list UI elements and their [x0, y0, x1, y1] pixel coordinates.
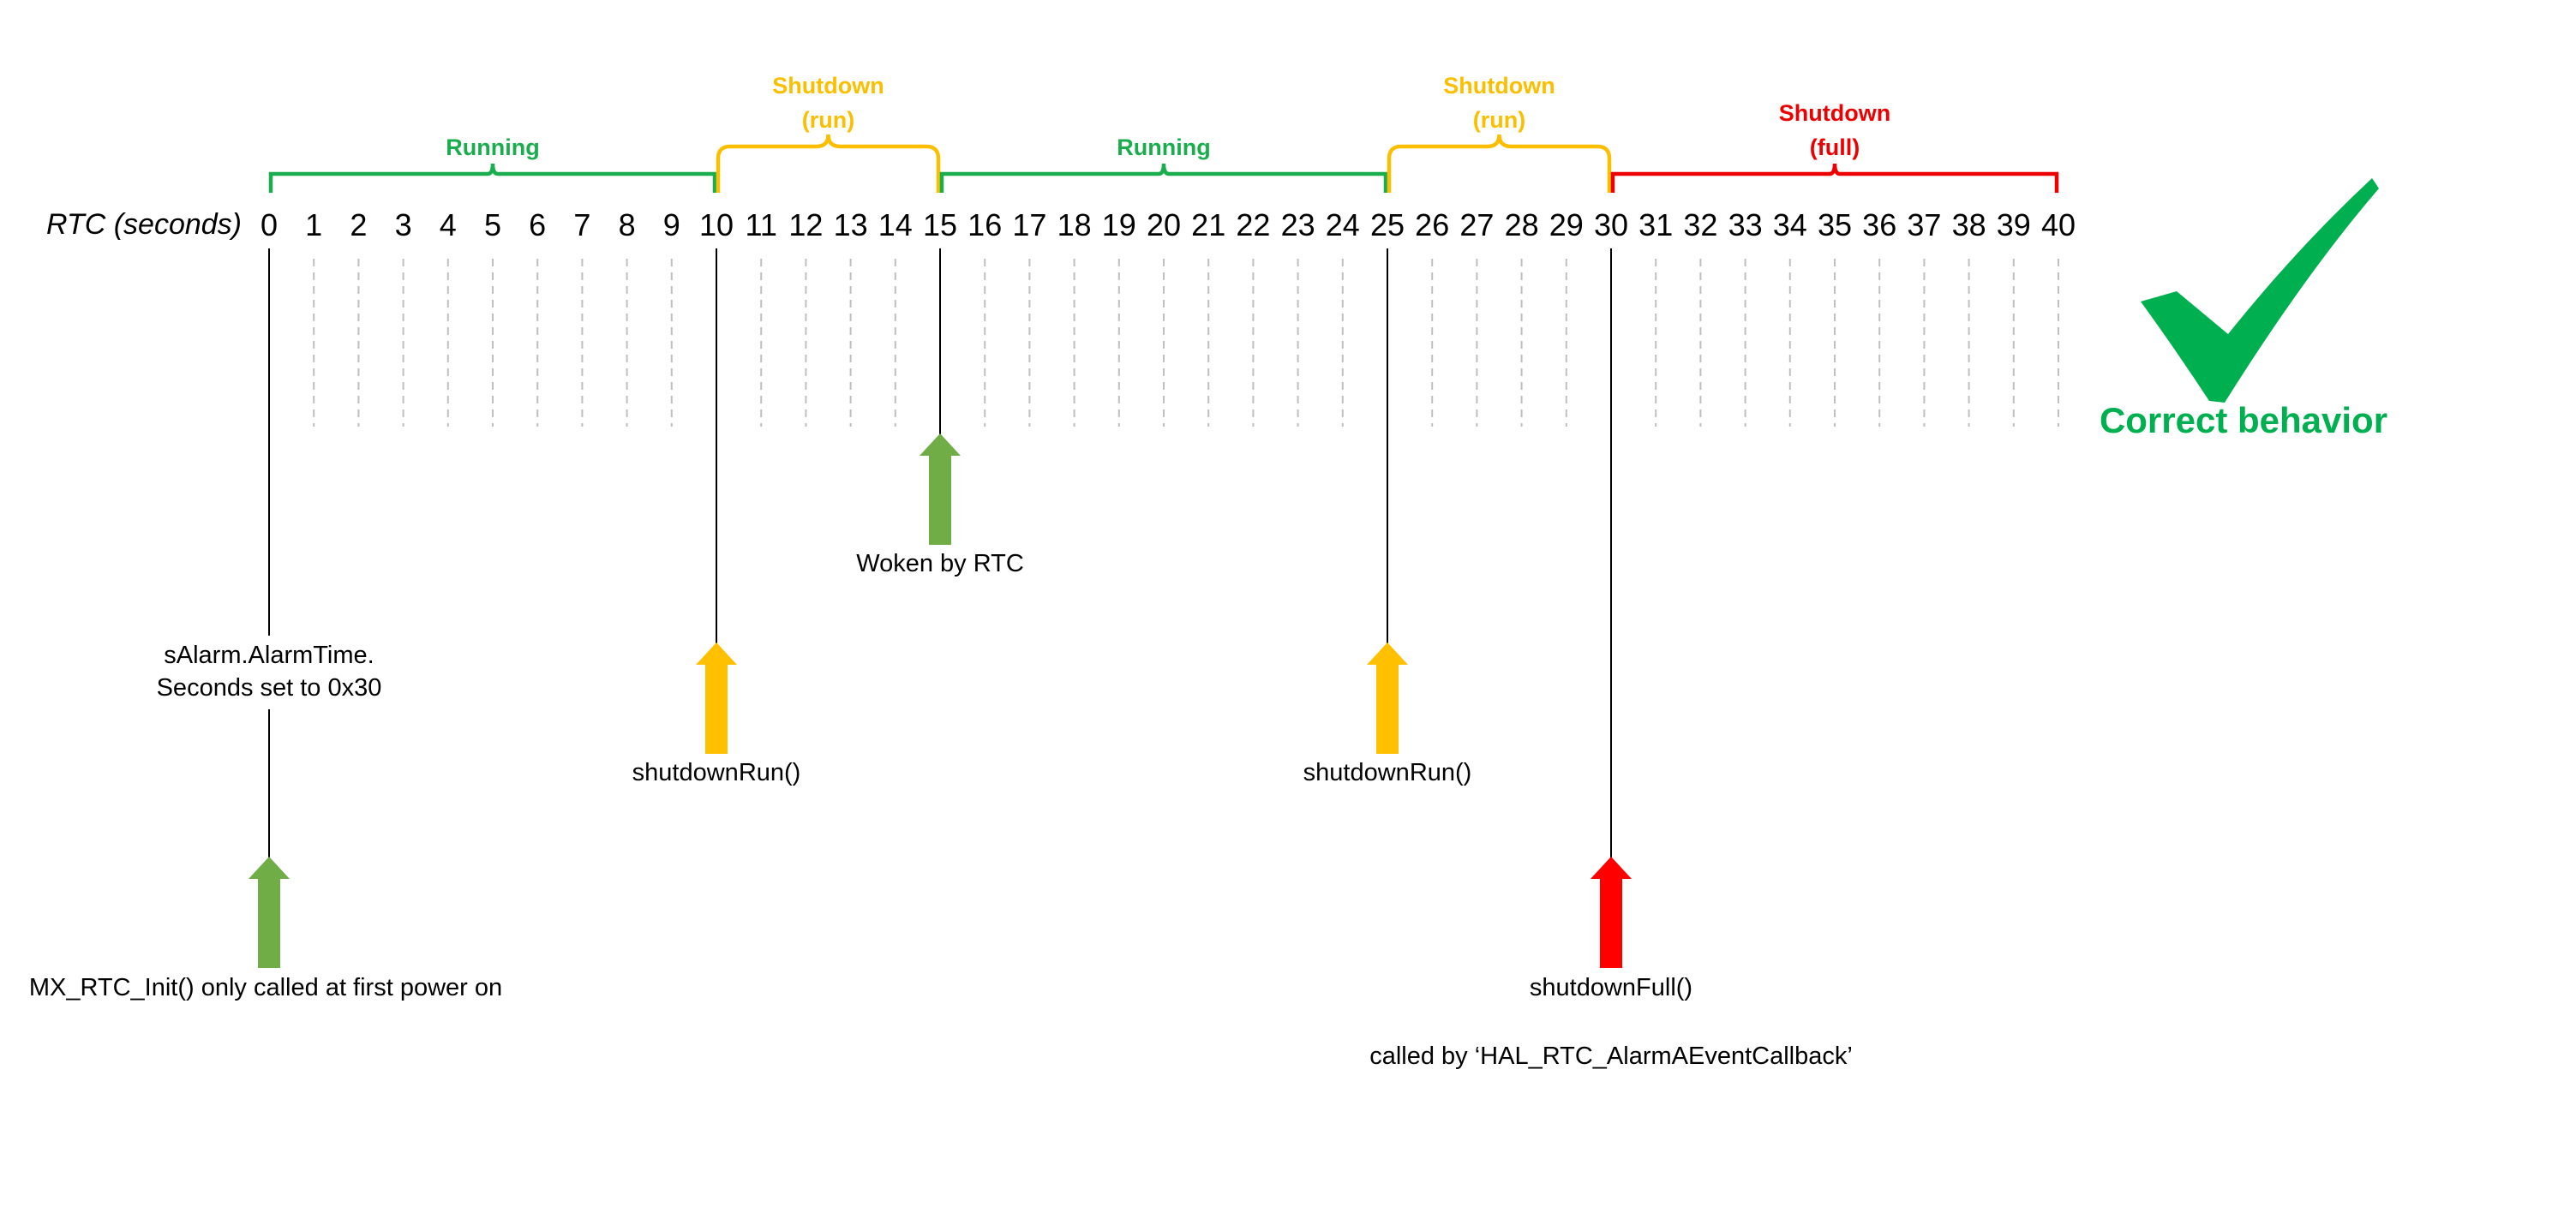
tick-label: 9 [663, 207, 680, 242]
tick-label: 0 [261, 207, 278, 242]
tick-label: 2 [350, 207, 367, 242]
tick-label: 14 [878, 207, 913, 242]
tick-label: 11 [746, 207, 777, 242]
gridlines [268, 259, 2059, 427]
phase-label: (run) [802, 107, 854, 133]
tick-label: 19 [1102, 207, 1136, 242]
phase-bracket [939, 163, 1388, 193]
phase-label: Shutdown [1779, 100, 1890, 126]
phase-label: Shutdown [772, 73, 884, 99]
event-label: shutdownFull() [1530, 974, 1692, 1001]
tick-label: 8 [619, 207, 636, 242]
phase-label: (full) [1810, 134, 1860, 160]
event-note: Seconds set to 0x30 [157, 674, 382, 702]
up-arrow-icon [696, 642, 737, 754]
tick-label: 6 [529, 207, 546, 242]
checkmark-icon [2141, 178, 2379, 403]
up-arrow-icon [1367, 642, 1408, 754]
phase-bracket [1387, 134, 1612, 193]
event-label: shutdownRun() [1303, 759, 1472, 786]
phase-label: Running [446, 134, 539, 160]
axis-title: RTC (seconds) [46, 208, 242, 241]
event-label: Woken by RTC [856, 550, 1024, 577]
phase-label: (run) [1473, 107, 1525, 133]
phase-bracket [268, 163, 717, 193]
phase-running: Running [268, 134, 717, 193]
tick-label: 27 [1459, 207, 1494, 242]
event-marker: shutdownRun() [632, 248, 801, 786]
event-marker: Woken by RTC [856, 248, 1024, 577]
tick-label: 40 [2041, 207, 2076, 242]
event-label: shutdownRun() [632, 759, 801, 786]
event-note: sAlarm.AlarmTime. [164, 642, 374, 669]
note-background [141, 636, 398, 709]
tick-label: 20 [1147, 207, 1181, 242]
phase-label: Running [1117, 134, 1210, 160]
phase-shutdown-run: Shutdown (run) [1387, 73, 1612, 193]
tick-label: 37 [1907, 207, 1941, 242]
tick-label: 18 [1057, 207, 1092, 242]
event-marker: shutdownFull() called by ‘HAL_RTC_AlarmAE… [1369, 248, 1853, 1070]
tick-label: 1 [305, 207, 322, 242]
tick-label: 31 [1638, 207, 1673, 242]
tick-label: 3 [395, 207, 412, 242]
event-label: MX_RTC_Init() only called at first power… [29, 974, 502, 1001]
tick-label: 26 [1415, 207, 1449, 242]
up-arrow-icon [1591, 857, 1632, 968]
events: MX_RTC_Init() only called at first power… [29, 248, 1853, 1070]
tick-label: 7 [573, 207, 590, 242]
tick-label: 39 [1997, 207, 2031, 242]
phase-shutdown-run: Shutdown (run) [716, 73, 941, 193]
verdict: Correct behavior [2100, 178, 2387, 440]
tick-label: 23 [1281, 207, 1315, 242]
tick-label: 4 [440, 207, 457, 242]
phase-label: Shutdown [1443, 73, 1555, 99]
tick-label: 35 [1818, 207, 1852, 242]
tick-label: 32 [1683, 207, 1717, 242]
tick-label: 5 [484, 207, 501, 242]
tick-label: 13 [834, 207, 868, 242]
phase-bracket [716, 134, 941, 193]
event-sublabel: called by ‘HAL_RTC_AlarmAEventCallback’ [1369, 1043, 1853, 1070]
verdict-text: Correct behavior [2100, 400, 2387, 440]
tick-label: 33 [1728, 207, 1763, 242]
event-marker: shutdownRun() [1303, 248, 1472, 786]
tick-label: 25 [1370, 207, 1405, 242]
tick-label: 28 [1505, 207, 1539, 242]
tick-label: 12 [788, 207, 823, 242]
tick-label: 17 [1012, 207, 1046, 242]
up-arrow-icon [249, 857, 290, 968]
tick-label: 10 [699, 207, 734, 242]
tick-label: 34 [1773, 207, 1807, 242]
phase-bracket [1610, 163, 2059, 193]
tick-label: 22 [1236, 207, 1270, 242]
tick-label: 36 [1862, 207, 1896, 242]
event-marker: MX_RTC_Init() only called at first power… [29, 248, 502, 1001]
tick-label: 21 [1191, 207, 1225, 242]
tick-label: 30 [1594, 207, 1628, 242]
phase-running: Running [939, 134, 1388, 193]
tick-label: 16 [967, 207, 1002, 242]
phase-brackets: Running Shutdown (run) Running Shutdown (run)… [268, 73, 2059, 193]
up-arrow-icon [920, 433, 961, 545]
tick-label: 38 [1952, 207, 1986, 242]
tick-label: 29 [1549, 207, 1584, 242]
tick-label: 15 [923, 207, 957, 242]
phase-shutdown-full: Shutdown (full) [1610, 100, 2059, 193]
tick-label: 24 [1326, 207, 1360, 242]
